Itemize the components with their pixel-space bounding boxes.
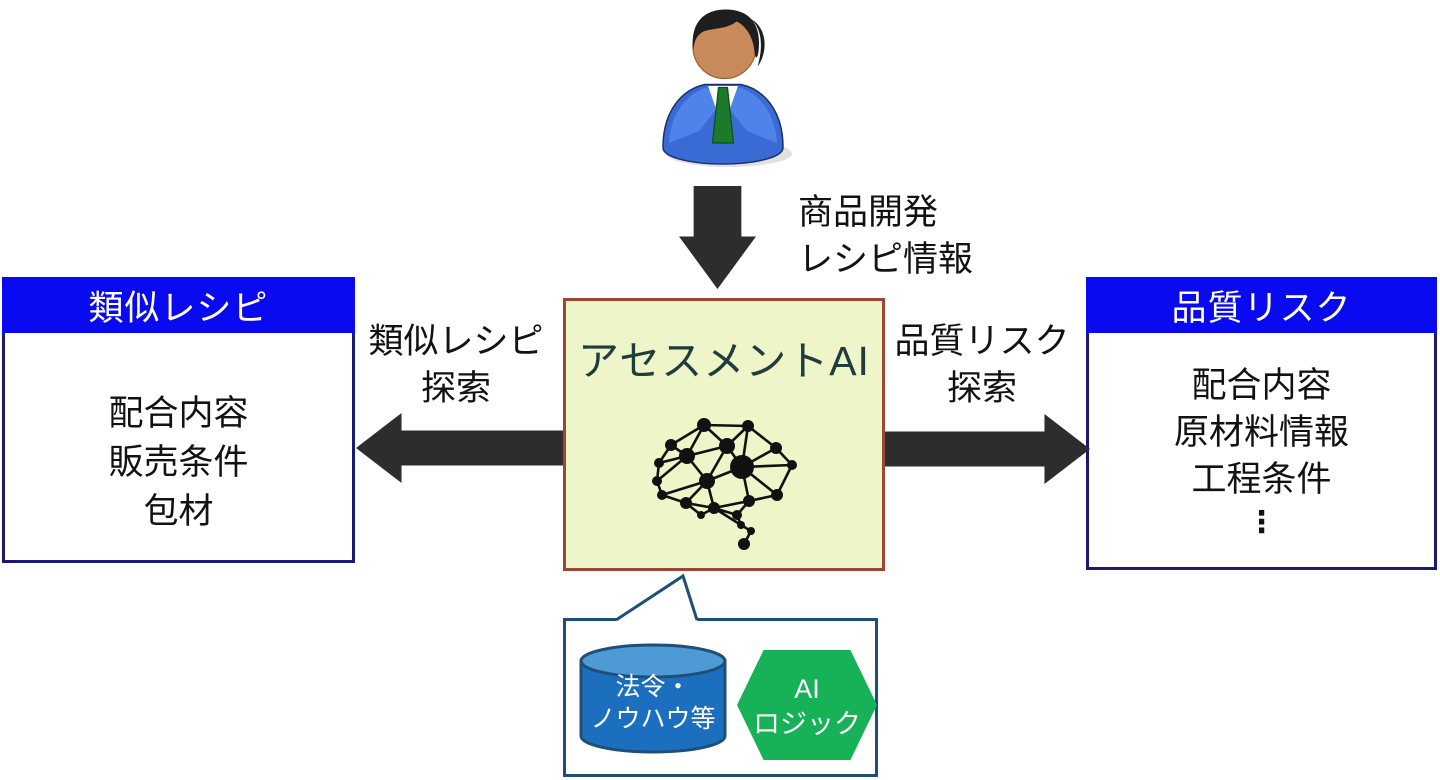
left-search-arrow-icon: [356, 413, 563, 483]
assessment-ai-box: アセスメントAI: [563, 298, 885, 571]
right-flow-label: 品質リスク 探索: [862, 318, 1102, 412]
right-flow-line2: 探索: [946, 369, 1017, 408]
list-item: 包材: [143, 492, 214, 531]
left-flow-label: 類似レシピ 探索: [336, 318, 576, 412]
ai-logic-line1: AI: [794, 674, 820, 704]
similar-recipe-panel-body: 配合内容 販売条件 包材: [2, 333, 355, 563]
similar-recipe-panel: 類似レシピ 配合内容 販売条件 包材: [2, 277, 355, 563]
hexagon-badge-icon: [737, 650, 877, 760]
list-item: 配合内容: [1191, 366, 1332, 405]
quality-risk-panel-header: 品質リスク: [1086, 277, 1437, 333]
left-flow-line1: 類似レシピ: [368, 322, 544, 361]
ai-logic-line2: ロジック: [753, 709, 861, 739]
database-cylinder-icon: [578, 642, 728, 758]
database-label-line2: ノウハウ等: [590, 705, 716, 733]
bubble-tail: [600, 570, 720, 626]
vertical-ellipsis: ⋮: [1246, 506, 1277, 539]
input-flow-line1: 商品開発: [798, 193, 939, 232]
input-flow-line2: レシピ情報: [798, 240, 974, 279]
business-person-icon: [648, 2, 798, 170]
list-item: 配合内容: [108, 394, 249, 433]
ai-logic-label: AI ロジック: [737, 672, 877, 742]
list-item: 工程条件: [1191, 460, 1332, 499]
similar-recipe-panel-header: 類似レシピ: [2, 277, 355, 333]
input-flow-label: 商品開発 レシピ情報: [798, 189, 973, 283]
right-search-arrow-icon: [883, 414, 1090, 484]
right-flow-line1: 品質リスク: [894, 322, 1070, 361]
brain-network-icon: [649, 403, 799, 553]
input-arrow-down-icon: [679, 186, 756, 289]
assessment-ai-title: アセスメントAI: [578, 338, 870, 384]
quality-risk-panel-body: 配合内容 原材料情報 工程条件 ⋮: [1086, 333, 1437, 570]
quality-risk-panel: 品質リスク 配合内容 原材料情報 工程条件 ⋮: [1086, 277, 1437, 570]
database-label: 法令・ ノウハウ等: [578, 671, 728, 735]
left-flow-line2: 探索: [420, 369, 491, 408]
database-label-line1: 法令・: [615, 673, 691, 701]
list-item: 販売条件: [108, 443, 249, 482]
list-item: 原材料情報: [1173, 413, 1349, 452]
